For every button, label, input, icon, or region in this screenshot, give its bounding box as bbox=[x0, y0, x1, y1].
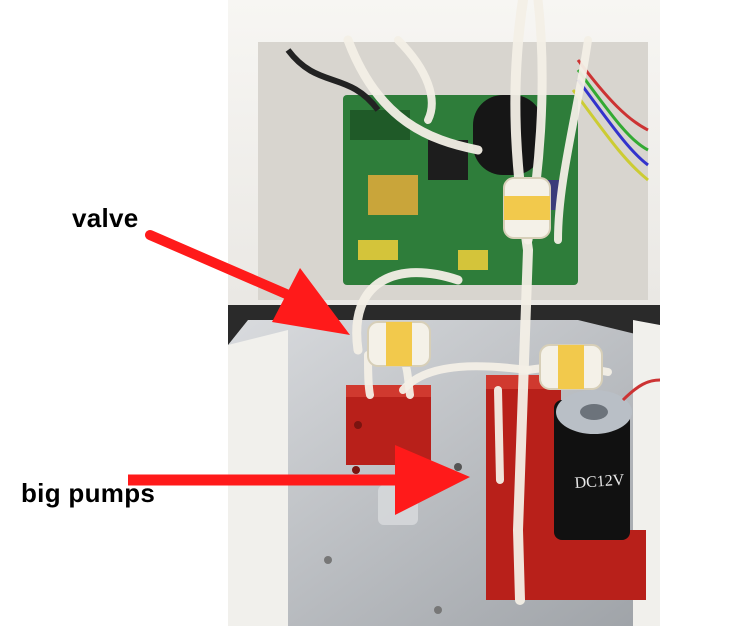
valve-top bbox=[503, 177, 551, 239]
motor: DC12V bbox=[554, 378, 660, 540]
valve-right bbox=[539, 344, 603, 390]
valve-label: valve bbox=[72, 203, 139, 233]
valve-left bbox=[367, 321, 431, 367]
valve-arrow bbox=[145, 230, 350, 335]
device-photo-drawing: DC12V bbox=[228, 0, 660, 626]
motor-label: DC12V bbox=[574, 472, 625, 492]
big-pumps-label: big pumps bbox=[21, 478, 156, 508]
pumps-arrow bbox=[128, 445, 470, 515]
device-photo: DC12V bbox=[228, 0, 660, 626]
